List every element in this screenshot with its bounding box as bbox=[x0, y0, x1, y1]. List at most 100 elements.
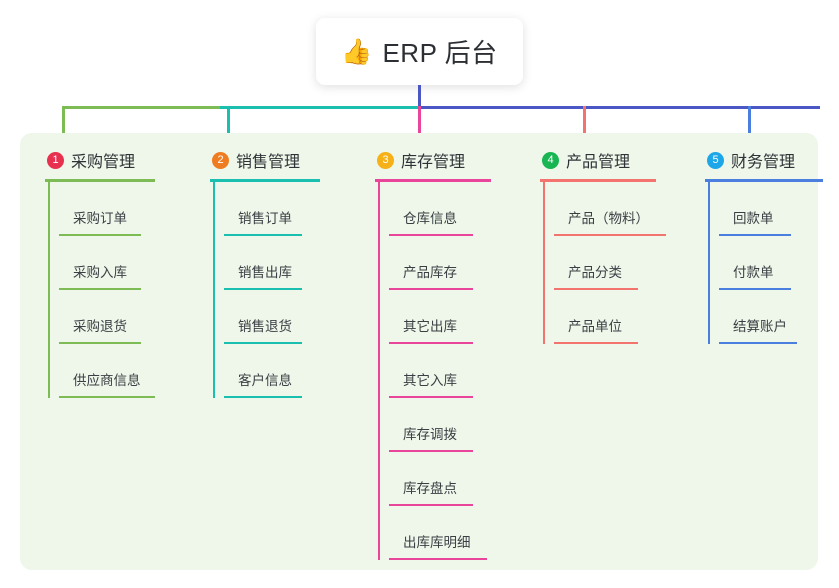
module-item[interactable]: 销售订单 bbox=[224, 182, 320, 236]
module-item-rule bbox=[59, 234, 141, 236]
module-item[interactable]: 其它出库 bbox=[389, 290, 491, 344]
module-header-3[interactable]: 3 库存管理 bbox=[375, 145, 491, 175]
module-header-rule-5 bbox=[705, 179, 823, 182]
module-item-label: 产品单位 bbox=[568, 319, 622, 334]
module-item-label: 出库库明细 bbox=[403, 535, 471, 550]
module-header-5[interactable]: 5 财务管理 bbox=[705, 145, 823, 175]
module-badge-5: 5 bbox=[707, 151, 724, 169]
module-item-rule bbox=[554, 288, 638, 290]
module-item[interactable]: 库存调拨 bbox=[389, 398, 491, 452]
module-column-2: 2 销售管理销售订单销售出库销售退货客户信息 bbox=[210, 145, 320, 398]
module-item-rule bbox=[59, 396, 155, 398]
module-badge-2: 2 bbox=[212, 151, 229, 169]
module-items-4: 产品（物料） 产品分类产品单位 bbox=[540, 182, 666, 344]
module-items-1: 采购订单采购入库采购退货供应商信息 bbox=[45, 182, 155, 398]
module-item[interactable]: 其它入库 bbox=[389, 344, 491, 398]
module-item[interactable]: 仓库信息 bbox=[389, 182, 491, 236]
module-item-label: 产品库存 bbox=[403, 265, 457, 280]
module-spine-5 bbox=[708, 182, 710, 344]
module-items-5: 回款单付款单结算账户 bbox=[705, 182, 823, 344]
module-item-rule bbox=[224, 234, 302, 236]
module-item[interactable]: 回款单 bbox=[719, 182, 823, 236]
module-item[interactable]: 客户信息 bbox=[224, 344, 320, 398]
thumbs-up-emoji: 👍 bbox=[341, 37, 373, 66]
module-spine-4 bbox=[543, 182, 545, 344]
module-title-2: 销售管理 bbox=[236, 154, 301, 171]
module-header-2[interactable]: 2 销售管理 bbox=[210, 145, 320, 175]
module-title-1: 采购管理 bbox=[71, 154, 136, 171]
connector-bus-segment-2 bbox=[220, 106, 418, 109]
module-title-5: 财务管理 bbox=[731, 154, 796, 171]
connector-drop-3 bbox=[418, 106, 421, 136]
module-item-rule bbox=[719, 234, 791, 236]
module-badge-3: 3 bbox=[377, 151, 394, 169]
module-item-rule bbox=[224, 396, 302, 398]
module-item-rule bbox=[554, 342, 638, 344]
module-badge-1: 1 bbox=[47, 151, 64, 169]
module-item[interactable]: 供应商信息 bbox=[59, 344, 155, 398]
module-item-label: 产品（物料） bbox=[568, 211, 649, 226]
module-column-5: 5 财务管理回款单付款单结算账户 bbox=[705, 145, 823, 344]
connector-drop-2 bbox=[227, 106, 230, 136]
module-item[interactable]: 付款单 bbox=[719, 236, 823, 290]
connector-bus-segment-3 bbox=[418, 106, 820, 109]
module-item-label: 采购订单 bbox=[73, 211, 127, 226]
module-item-rule bbox=[59, 342, 141, 344]
module-item-label: 库存盘点 bbox=[403, 481, 457, 496]
module-item-label: 销售订单 bbox=[238, 211, 292, 226]
module-item-label: 库存调拨 bbox=[403, 427, 457, 442]
module-item-label: 回款单 bbox=[733, 211, 774, 226]
module-item-rule bbox=[554, 234, 666, 236]
module-item[interactable]: 采购订单 bbox=[59, 182, 155, 236]
module-item-rule bbox=[389, 558, 487, 560]
module-item[interactable]: 采购入库 bbox=[59, 236, 155, 290]
module-item-label: 销售出库 bbox=[238, 265, 292, 280]
module-item[interactable]: 采购退货 bbox=[59, 290, 155, 344]
module-item-rule bbox=[389, 342, 473, 344]
module-item[interactable]: 出库库明细 bbox=[389, 506, 491, 560]
module-header-rule-2 bbox=[210, 179, 320, 182]
module-header-rule-3 bbox=[375, 179, 491, 182]
module-item-rule bbox=[59, 288, 141, 290]
module-item-rule bbox=[389, 234, 473, 236]
module-item[interactable]: 产品库存 bbox=[389, 236, 491, 290]
module-item-label: 产品分类 bbox=[568, 265, 622, 280]
module-item[interactable]: 销售退货 bbox=[224, 290, 320, 344]
module-spine-3 bbox=[378, 182, 380, 560]
module-column-3: 3 库存管理仓库信息产品库存其它出库其它入库库存调拨库存盘点出库库明细 bbox=[375, 145, 491, 560]
connector-drop-1 bbox=[62, 106, 65, 136]
module-item-label: 其它出库 bbox=[403, 319, 457, 334]
module-item[interactable]: 产品（物料） bbox=[554, 182, 666, 236]
module-item-label: 采购退货 bbox=[73, 319, 127, 334]
module-item[interactable]: 结算账户 bbox=[719, 290, 823, 344]
connector-trunk bbox=[418, 85, 421, 108]
module-item-label: 其它入库 bbox=[403, 373, 457, 388]
module-item[interactable]: 产品单位 bbox=[554, 290, 656, 344]
module-item[interactable]: 销售出库 bbox=[224, 236, 320, 290]
module-items-3: 仓库信息产品库存其它出库其它入库库存调拨库存盘点出库库明细 bbox=[375, 182, 491, 560]
connector-bus-segment-1 bbox=[62, 106, 220, 109]
connector-drop-4 bbox=[583, 106, 586, 136]
module-item-rule bbox=[719, 342, 797, 344]
module-title-4: 产品管理 bbox=[566, 154, 631, 171]
module-title-3: 库存管理 bbox=[401, 154, 466, 171]
root-title-card[interactable]: 👍 ERP 后台 bbox=[316, 18, 523, 85]
module-header-1[interactable]: 1 采购管理 bbox=[45, 145, 155, 175]
module-item-rule bbox=[224, 342, 302, 344]
module-item-rule bbox=[389, 396, 473, 398]
module-item-label: 仓库信息 bbox=[403, 211, 457, 226]
connector-drop-5 bbox=[748, 106, 751, 136]
page-title: ERP 后台 bbox=[382, 38, 498, 68]
module-item-label: 结算账户 bbox=[733, 319, 787, 334]
module-item-rule bbox=[389, 504, 473, 506]
module-column-1: 1 采购管理采购订单采购入库采购退货供应商信息 bbox=[45, 145, 155, 398]
module-item-rule bbox=[224, 288, 302, 290]
module-item[interactable]: 库存盘点 bbox=[389, 452, 491, 506]
module-item-label: 客户信息 bbox=[238, 373, 292, 388]
module-item[interactable]: 产品分类 bbox=[554, 236, 656, 290]
module-item-rule bbox=[389, 450, 473, 452]
modules-panel: 1 采购管理采购订单采购入库采购退货供应商信息 2 销售管理销售订单销售出库销售退货客… bbox=[20, 133, 823, 570]
